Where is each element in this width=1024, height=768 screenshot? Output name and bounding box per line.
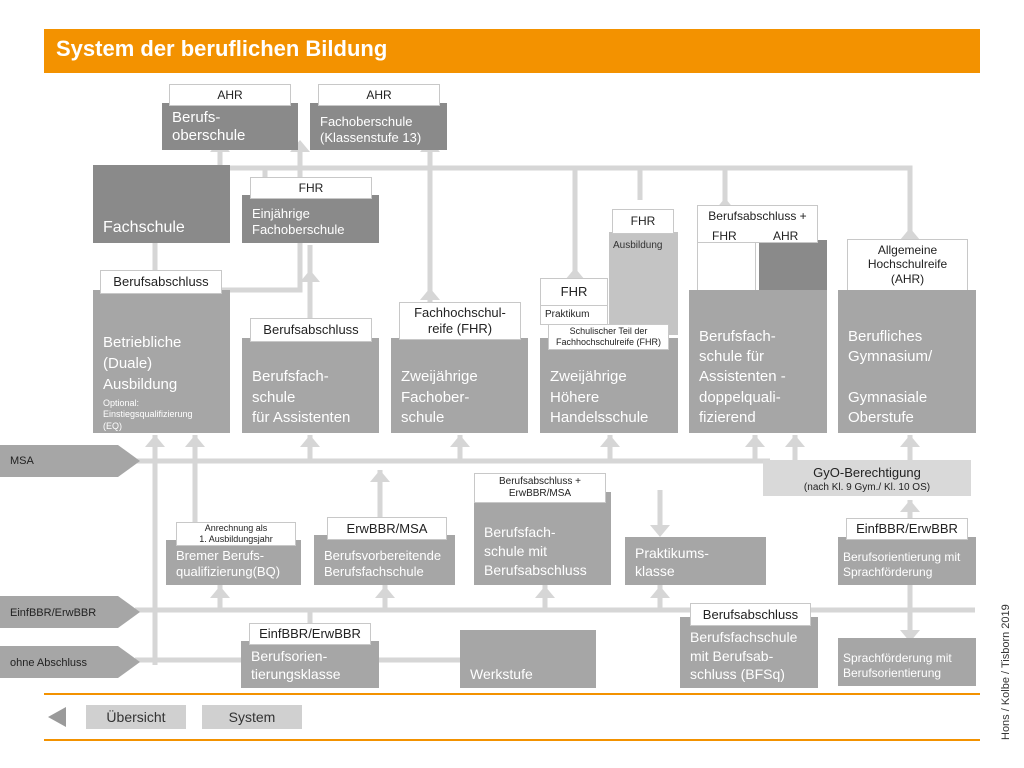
box-gyo-berechtigung: GyO-Berechtigung (nach Kl. 9 Gym./ Kl. 1… [763, 460, 971, 496]
box-bfs-doppel-text: Berufsfach- schule für Assistenten - dop… [699, 327, 786, 426]
berufsabschluss-label-1: Berufsabschluss [100, 270, 222, 294]
box-ahr-step [759, 240, 827, 290]
box-bfsq: Berufsfachschule mit Berufsab- schluss (… [680, 617, 818, 688]
ahr-label-1: AHR [169, 84, 291, 106]
box-berufliches-gymnasium: Berufliches Gymnasium/ Gymnasiale Oberst… [838, 290, 976, 433]
label-berufsabschluss-plus: Berufsabschluss + [697, 205, 818, 243]
msa-arrow-label: MSA [10, 455, 34, 467]
box-zweijaehrige-fos: Zweijährige Fachober- schule [391, 338, 528, 433]
footer-line-bottom [44, 739, 980, 741]
einf-erw-label-1: EinfBBR/ErwBBR [846, 518, 968, 540]
box-praktikumsklasse: Praktikums- klasse [625, 537, 766, 585]
praktikum-label: Praktikum [540, 305, 608, 325]
fhr-box-doppel [697, 243, 756, 293]
box-berufsvorbereitende-bfs: Berufsvorbereitende Berufsfachschule [314, 535, 455, 585]
label-allgemeine-hochschulreife: Allgemeine Hochschulreife (AHR) [847, 239, 968, 294]
label-berufsabschluss-plus-text: Berufsabschluss + [708, 209, 807, 223]
box-hoehere-handelsschule: Zweijährige Höhere Handelsschule [540, 338, 678, 433]
box-sprach-bo-text: Sprachförderung mit Berufsorientierung [843, 651, 952, 680]
box-bfsq-text: Berufsfachschule mit Berufsab- schluss (… [690, 629, 798, 682]
einf-erw-arrow-label: EinfBBR/ErwBBR [10, 607, 97, 619]
box-fachoberschule-13: Fachoberschule (Klassenstufe 13) [310, 103, 447, 150]
nav-system-button[interactable]: System [202, 705, 302, 729]
box-bo-klasse-text: Berufsorien- tierungsklasse [251, 647, 341, 682]
back-arrow-icon[interactable] [46, 706, 68, 728]
box-sprachfoerderung-bo: Sprachförderung mit Berufsorientierung [838, 638, 976, 686]
box-werkstufe-text: Werkstufe [470, 665, 533, 682]
box-einjaehrige-fos-text: Einjährige Fachoberschule [252, 205, 345, 237]
box-duale-ausbildung: Betriebliche (Duale) Ausbildung Optional… [93, 290, 230, 433]
box-berufsorientierungsklasse: Berufsorien- tierungsklasse [241, 641, 379, 688]
box-bremer-bq: Bremer Berufs- qualifizierung(BQ) [166, 540, 301, 585]
box-zweijaehrige-fos-text: Zweijährige Fachober- schule [401, 368, 478, 426]
nav-uebersicht-button[interactable]: Übersicht [86, 705, 186, 729]
box-werkstufe: Werkstufe [460, 630, 596, 688]
berufsabschluss-label-3: Berufsabschluss [690, 603, 811, 626]
box-duale-optional-text: Optional: Einstiegsqualifizierung (EQ) [103, 398, 193, 431]
schulischer-teil-label: Schulischer Teil der Fachhochschulreife … [548, 324, 669, 350]
fhr-label-ausbildung: FHR [612, 209, 674, 234]
box-bq-text: Bremer Berufs- qualifizierung(BQ) [176, 547, 281, 579]
title-bar: System der beruflichen Bildung [44, 29, 980, 73]
box-ausbildung-text: Ausbildung [613, 240, 663, 251]
ohne-abschluss-label: ohne Abschluss [10, 657, 88, 669]
box-ausbildung: Ausbildung [609, 232, 678, 335]
box-berufsoberschule-text: Berufs- oberschule [172, 108, 246, 145]
box-hhs-text: Zweijährige Höhere Handelsschule [550, 368, 649, 426]
ahr-label-2: AHR [318, 84, 440, 106]
ahr-doppel-label: AHR [773, 229, 799, 243]
fhr-label-praktikum: FHR [540, 278, 608, 306]
box-bo-sprachfoerderung: Berufsorientierung mit Sprachförderung [838, 537, 976, 585]
box-duale-text: Betriebliche (Duale) Ausbildung [103, 334, 182, 393]
gyo-text: GyO-Berechtigung [813, 465, 921, 480]
box-praktikumsklasse-text: Praktikums- klasse [635, 544, 709, 579]
berufsabschluss-label-2: Berufsabschluss [250, 318, 372, 342]
box-bfs-assistenten: Berufsfach- schule für Assistenten [242, 338, 379, 433]
box-berufsoberschule: Berufs- oberschule [162, 103, 298, 150]
credit-text: Hons / Kolbe / Tisborn 2019 [1000, 604, 1012, 740]
berufsabschluss-plus-msa-label: Berufsabschluss + ErwBBR/MSA [474, 473, 606, 503]
gyo-sub-text: (nach Kl. 9 Gym./ Kl. 10 OS) [803, 482, 931, 493]
box-bfs-berufsabschluss: Berufsfach- schule mit Berufsabschluss [474, 492, 611, 585]
anrechnung-label: Anrechnung als 1. Ausbildungsjahr [176, 522, 296, 546]
box-bfs-assistenten-text: Berufsfach- schule für Assistenten [252, 368, 351, 426]
box-einjaehrige-fos: Einjährige Fachoberschule [242, 195, 379, 243]
box-bvfs-text: Berufsvorbereitende Berufsfachschule [324, 547, 442, 579]
box-fachschule-text: Fachschule [103, 219, 185, 236]
fhr-label-1: FHR [250, 177, 372, 199]
page-title: System der beruflichen Bildung [56, 36, 388, 61]
fachhochschulreife-label: Fachhochschul- reife (FHR) [399, 302, 521, 340]
fhr-doppel-label: FHR [712, 229, 737, 243]
footer-line-top [44, 693, 980, 695]
einf-erw-label-2: EinfBBR/ErwBBR [249, 623, 371, 645]
box-fachoberschule-13-text: Fachoberschule (Klassenstufe 13) [320, 113, 422, 145]
box-bfs-doppelqualifizierend: Berufsfach- schule für Assistenten - dop… [689, 290, 827, 433]
box-fachschule: Fachschule [93, 165, 230, 243]
box-gymnasium-text: Berufliches Gymnasium/ Gymnasiale Oberst… [848, 327, 933, 426]
box-bo-sprach-text: Berufsorientierung mit Sprachförderung [843, 550, 961, 579]
erwbbr-msa-label: ErwBBR/MSA [327, 517, 447, 540]
box-bfs-ba-text: Berufsfach- schule mit Berufsabschluss [484, 524, 587, 579]
